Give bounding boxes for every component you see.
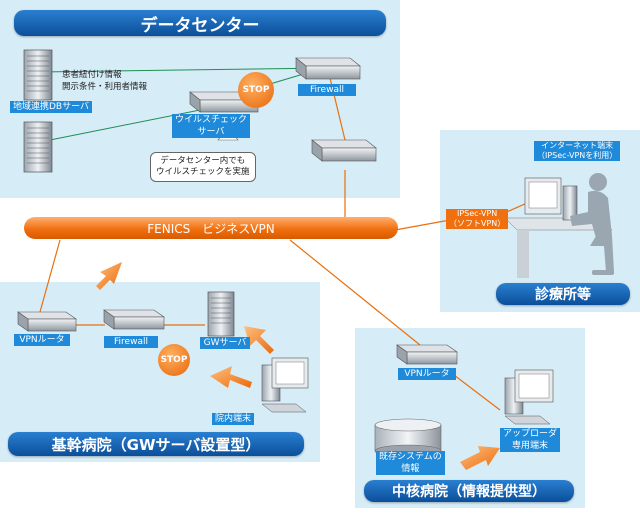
virus-server-label-line-2: サーバ	[197, 127, 225, 137]
ipsec-vpn-label: IPSec-VPN （ソフトVPN）	[446, 209, 509, 229]
clinic-terminal-line-2: （IPSec-VPNを利用）	[537, 151, 618, 160]
core-hospital-title: 基幹病院（GWサーバ設置型）	[8, 432, 304, 456]
uploader-terminal-icon	[504, 369, 554, 425]
uploader-line-1: アップローダ	[503, 429, 558, 439]
uploader-line-2: 専用端末	[512, 441, 549, 451]
core-firewall-icon	[103, 309, 165, 330]
db-server-icon	[23, 49, 53, 101]
central-hospital-title: 中核病院（情報提供型）	[364, 480, 574, 502]
clinic-terminal-line-1: インターネット端末	[541, 141, 614, 150]
firewall-dc-icon	[295, 57, 361, 80]
central-hospital-panel	[355, 328, 585, 508]
core-vpn-router-label: VPNルータ	[14, 334, 70, 346]
hospital-terminal-label: 院内端末	[212, 413, 255, 425]
core-stop-icon: STOP	[158, 344, 190, 376]
virus-server-label: ウイルスチェック サーバ	[172, 114, 251, 138]
person-icon	[570, 173, 614, 275]
legacy-line-2: 情報	[401, 464, 420, 474]
callout-line-1: データセンター内でも	[160, 156, 246, 166]
upload-arrows	[96, 262, 500, 470]
dc-firewall-label: Firewall	[298, 84, 356, 96]
central-vpn-router-label: VPNルータ	[398, 368, 456, 380]
clinic-title: 診療所等	[496, 283, 630, 305]
ipsec-line-1: IPSec-VPN	[457, 209, 498, 218]
hospital-terminal-icon	[261, 357, 309, 413]
gw-server-label: GWサーバ	[200, 337, 250, 349]
clinic-desk-icon	[504, 177, 613, 278]
fenics-vpn-bar: FENICS ビジネスVPN	[24, 217, 398, 239]
central-vpn-router-icon	[396, 344, 458, 365]
callout-line-2: ウイルスチェックを実施	[156, 167, 250, 177]
core-firewall-label: Firewall	[104, 336, 158, 348]
db-server-2-icon	[23, 121, 53, 173]
legacy-system-label: 既存システムの 情報	[376, 451, 445, 475]
clinic-terminal-label: インターネット端末 （IPSec-VPNを利用）	[534, 141, 621, 161]
stop-icon: STOP	[238, 72, 274, 108]
uploader-terminal-label: アップローダ 専用端末	[500, 428, 561, 452]
ipsec-line-2: （ソフトVPN）	[449, 219, 506, 228]
db-server-label: 地域連携DBサーバ	[10, 101, 93, 113]
datacenter-title: データセンター	[14, 10, 386, 36]
dc-router-icon	[311, 139, 377, 162]
gw-server-icon	[207, 291, 235, 337]
virus-server-label-line-1: ウイルスチェック	[175, 115, 248, 125]
db-info-line-2: 開示条件・利用者情報	[62, 82, 148, 92]
datacenter-callout: データセンター内でも ウイルスチェックを実施	[150, 152, 256, 182]
db-info-line-1: 患者紐付け情報	[62, 70, 122, 80]
legacy-line-1: 既存システムの	[379, 452, 442, 462]
core-vpn-router-icon	[17, 311, 77, 332]
